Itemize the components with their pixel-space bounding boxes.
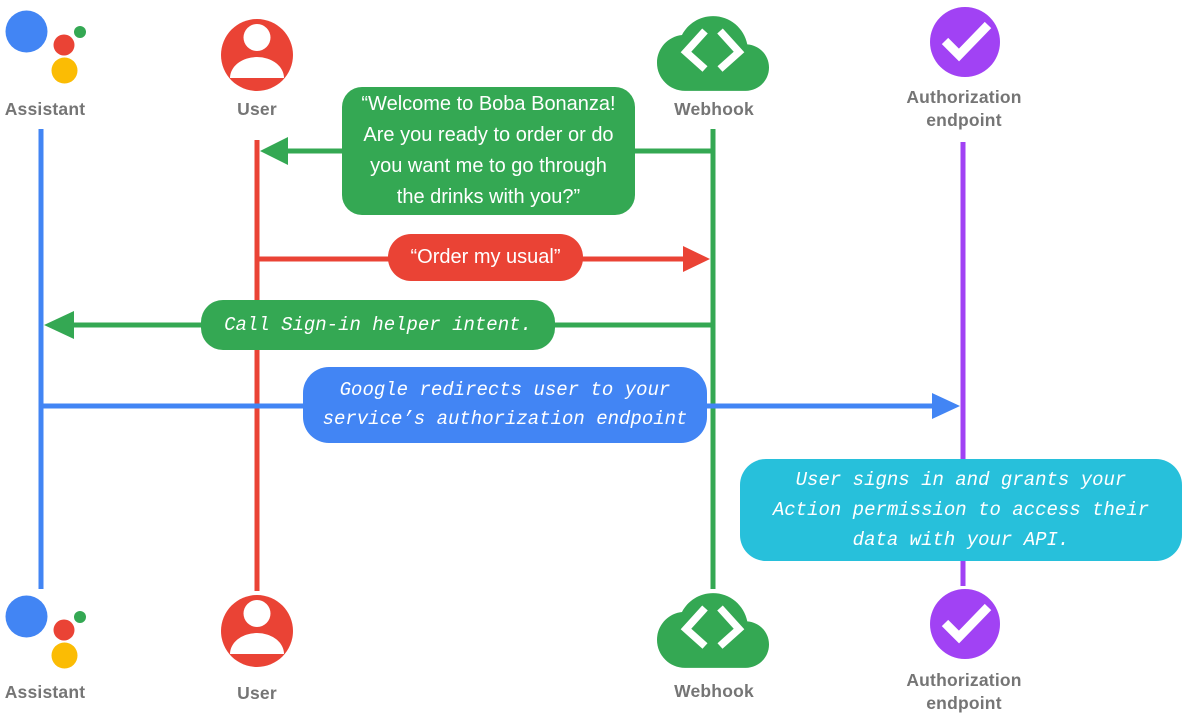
welcome-message-bubble: “Welcome to Boba Bonanza! Are you ready … xyxy=(342,87,635,215)
cloud-code-icon xyxy=(657,16,769,91)
redirect-message-bubble: Google redirects user to your service’s … xyxy=(303,367,707,443)
grant-note-bubble: User signs in and grants your Action per… xyxy=(740,459,1182,561)
webhook-label: Webhook xyxy=(674,681,754,701)
assistant-label: Assistant xyxy=(4,682,86,702)
user-label: User xyxy=(237,99,277,119)
google-assistant-icon xyxy=(5,10,86,84)
person-icon xyxy=(221,19,293,91)
person-icon xyxy=(221,595,293,667)
cloud-code-icon xyxy=(657,593,769,668)
assistant-label: Assistant xyxy=(4,99,86,119)
user-label: User xyxy=(237,683,277,703)
authorization-endpoint-label: Authorization endpoint xyxy=(906,670,1022,713)
order-message-bubble: “Order my usual” xyxy=(388,234,583,281)
authorization-endpoint-label: Authorization endpoint xyxy=(906,87,1022,130)
check-circle-icon xyxy=(930,589,1000,659)
webhook-label: Webhook xyxy=(674,99,754,119)
check-circle-icon xyxy=(930,7,1000,77)
signin-intent-bubble: Call Sign-in helper intent. xyxy=(201,300,555,350)
google-assistant-icon xyxy=(5,595,86,669)
